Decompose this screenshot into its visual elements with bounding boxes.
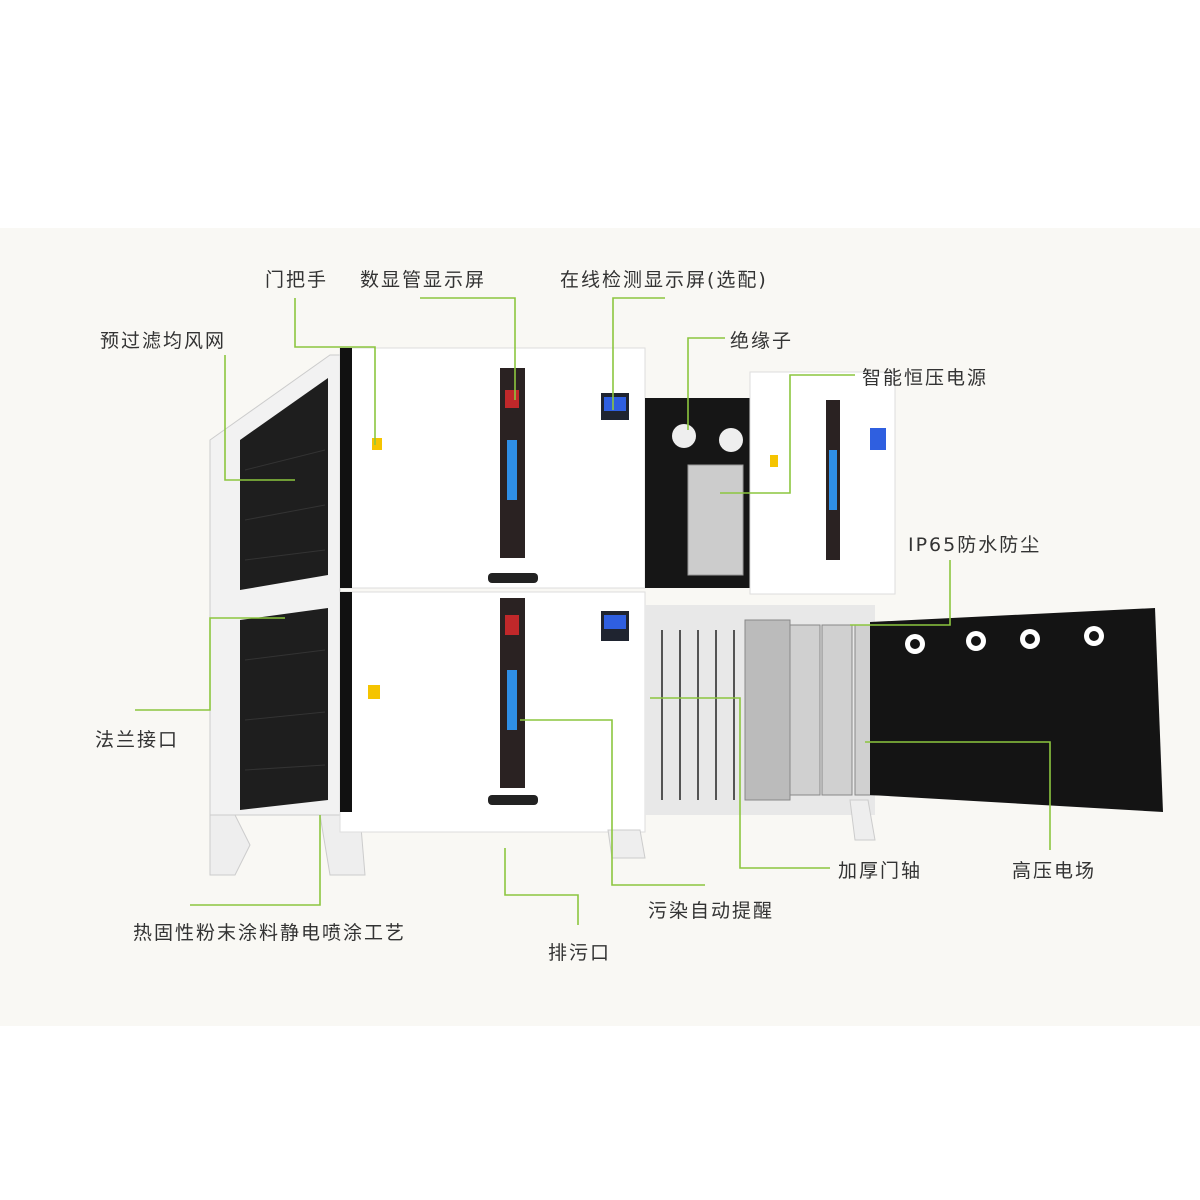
label-drain: 排污口 <box>548 942 612 964</box>
label-insulator: 绝缘子 <box>730 330 794 352</box>
label-flange: 法兰接口 <box>95 729 180 751</box>
label-online-monitor-display: 在线检测显示屏(选配) <box>560 269 768 291</box>
label-ip65: IP65防水防尘 <box>908 534 1042 556</box>
lower-cabinet <box>339 591 646 833</box>
label-door-handle: 门把手 <box>265 269 329 291</box>
label-pre-filter: 预过滤均风网 <box>100 330 227 352</box>
label-pollution-alert: 污染自动提醒 <box>648 900 775 922</box>
label-power-supply: 智能恒压电源 <box>862 367 989 389</box>
label-hv-field: 高压电场 <box>1012 860 1097 882</box>
label-coating: 热固性粉末涂料静电喷涂工艺 <box>133 922 407 944</box>
label-digital-display: 数显管显示屏 <box>360 269 487 291</box>
label-door-hinge: 加厚门轴 <box>838 860 923 882</box>
leader-lines <box>135 297 1051 925</box>
upper-cabinet <box>339 347 646 589</box>
power-supply-door <box>749 371 896 595</box>
open-door <box>870 608 1163 812</box>
